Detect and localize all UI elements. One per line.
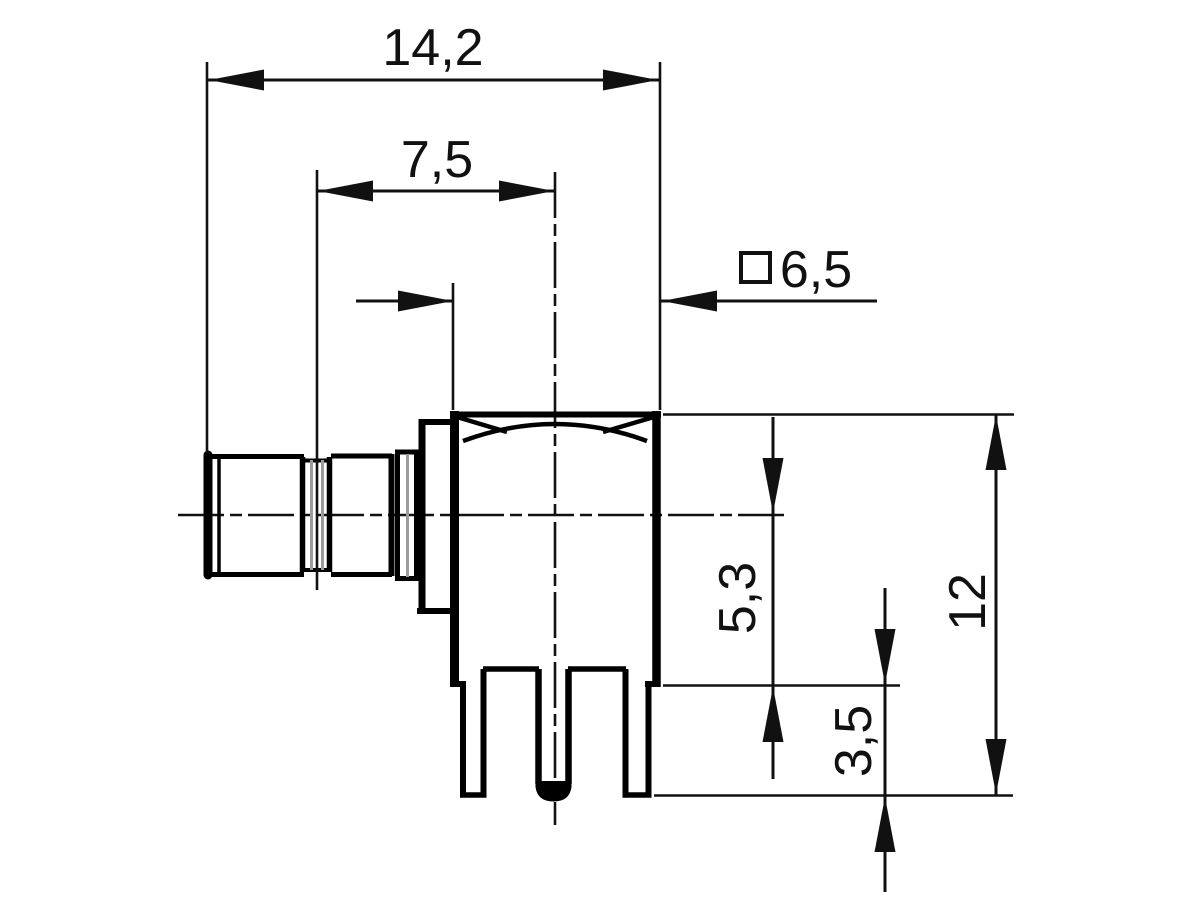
dimension-label-axis-height: 5,3	[709, 562, 767, 634]
arrowhead	[209, 69, 264, 91]
arrowhead	[985, 415, 1007, 470]
arrowhead	[318, 180, 373, 202]
arrowhead	[398, 290, 453, 312]
connector-body-outline	[450, 411, 661, 687]
dimension-label-leg-length: 3,5	[825, 705, 883, 777]
center-pin-tip	[535, 781, 572, 802]
dimension-overall-height: 12	[939, 414, 1007, 795]
dimension-label-overall-height: 12	[939, 573, 997, 631]
dimension-label-overall-length: 14,2	[382, 19, 483, 77]
square-symbol	[739, 251, 772, 284]
dimension-body-square: 6,5	[356, 241, 877, 312]
arrowhead	[762, 458, 784, 513]
arrowhead	[874, 797, 896, 852]
connector-plug-barrel	[203, 419, 456, 614]
dimension-leg-length: 3,5	[825, 588, 896, 892]
body-chamfer-left	[456, 414, 508, 435]
dimension-plug-length: 7,5	[317, 131, 555, 202]
arrowhead	[874, 629, 896, 684]
arrowhead	[499, 180, 554, 202]
arrowhead	[985, 739, 1007, 794]
arrowhead	[762, 687, 784, 742]
dimension-overall-length: 14,2	[208, 19, 659, 91]
extension-lines	[205, 62, 1014, 797]
body-chamfer-right	[602, 414, 655, 435]
dimension-label-plug-length: 7,5	[401, 131, 473, 189]
dimension-label-square-size: 6,5	[780, 241, 852, 299]
center-lines	[178, 172, 790, 825]
arrowhead	[662, 290, 717, 312]
arrowhead	[603, 69, 658, 91]
body-dome-arc	[462, 421, 648, 444]
dimension-axis-height: 5,3	[709, 417, 784, 779]
solder-legs	[460, 666, 652, 802]
